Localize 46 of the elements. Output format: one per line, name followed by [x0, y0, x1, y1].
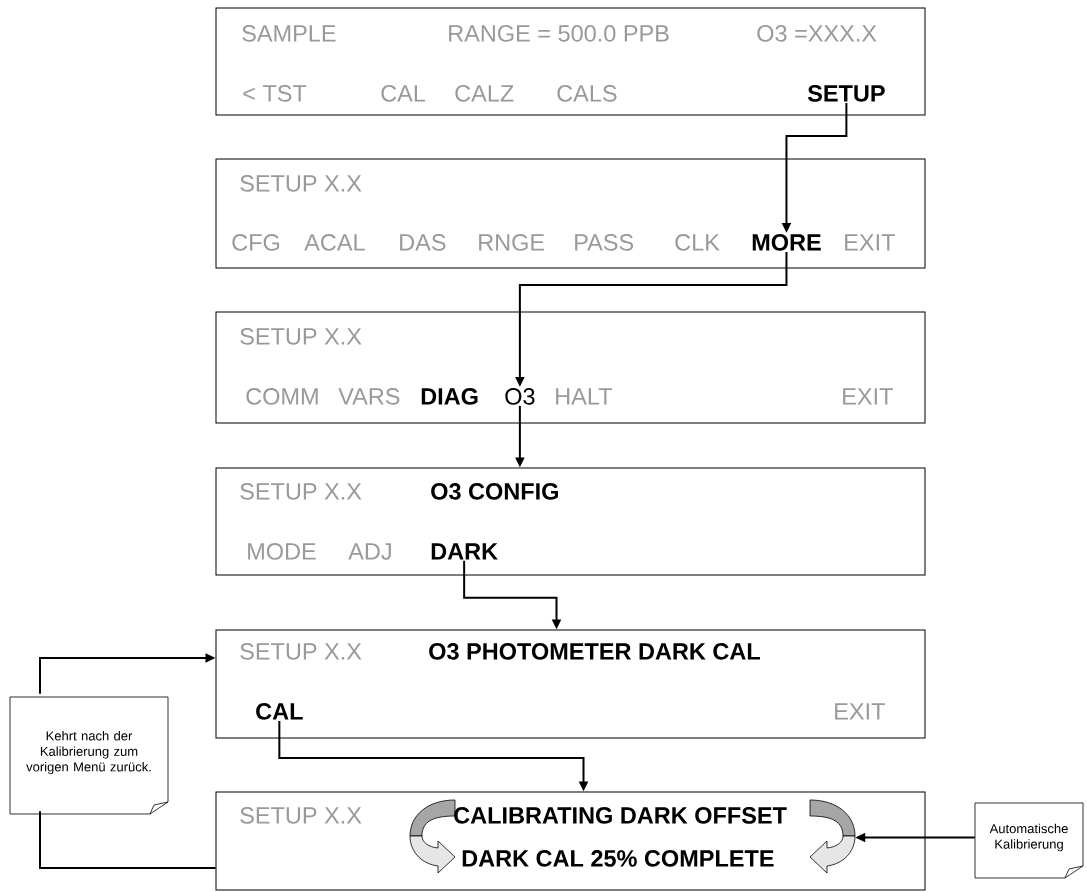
menu-key: EXIT: [845, 234, 895, 251]
display-text: SETUP X.X: [240, 175, 362, 192]
menu-key: EXIT: [843, 388, 893, 405]
menu-key: CALZ: [455, 85, 514, 102]
menu-key: CAL: [256, 703, 303, 720]
display-text: SETUP X.X: [240, 328, 362, 345]
menu-key: COMM: [246, 388, 318, 405]
menu-key: ADJ: [348, 543, 391, 560]
menu-key: RNGE: [479, 234, 545, 251]
display-text: O3 PHOTOMETER DARK CAL: [429, 643, 760, 660]
display-screen: [215, 158, 926, 269]
menu-key: SETUP: [807, 85, 885, 102]
display-text: DARK CAL 25% COMPLETE: [462, 850, 774, 867]
menu-key: ACAL: [304, 234, 365, 251]
display-text: SETUP X.X: [240, 807, 362, 824]
menu-key: HALT: [556, 388, 612, 405]
menu-key: EXIT: [835, 703, 885, 720]
display-screen: [215, 467, 926, 576]
display-text: SETUP X.X: [240, 643, 362, 660]
display-text: RANGE = 500.0 PPB: [449, 25, 669, 42]
menu-key: < TST: [243, 85, 307, 102]
display-text: O3 =XXX.X: [757, 25, 877, 42]
menu-key: CAL: [381, 85, 426, 102]
menu-key: DAS: [400, 234, 446, 251]
display-screen: [215, 7, 926, 116]
display-screen: [215, 629, 926, 739]
menu-key: MORE: [752, 234, 821, 251]
menu-key: CLK: [675, 234, 720, 251]
menu-key: VARS: [338, 388, 400, 405]
menu-key: DIAG: [421, 388, 478, 405]
circular-arrow-drawing: [409, 799, 456, 874]
menu-key: MODE: [248, 543, 316, 560]
menu-key: PASS: [575, 234, 634, 251]
display-screen: [215, 311, 926, 424]
menu-key: CFG: [232, 234, 280, 251]
display-text: O3 CONFIG: [431, 483, 558, 500]
display-screen: [215, 791, 926, 891]
display-text: SAMPLE: [242, 25, 336, 42]
display-text: SETUP X.X: [240, 483, 362, 500]
menu-key: CALS: [557, 85, 617, 102]
display-text: CALIBRATING DARK OFFSET: [454, 807, 787, 824]
menu-key: O3: [505, 388, 535, 405]
menu-key: DARK: [431, 543, 498, 560]
circular-arrow-drawing: [809, 799, 856, 874]
note-box: Kehrt nach der Kalibrierung zum vorigen Menü zurück.: [9, 696, 169, 815]
note-box: Automatische Kalibrierung: [974, 802, 1084, 879]
